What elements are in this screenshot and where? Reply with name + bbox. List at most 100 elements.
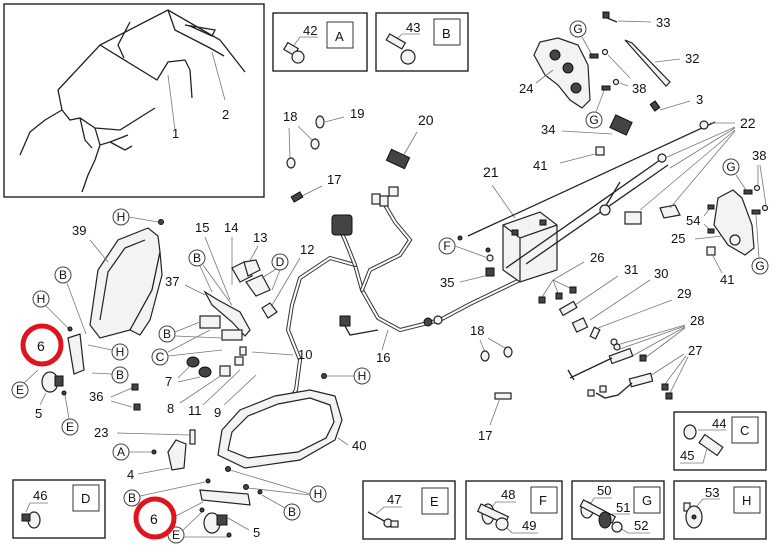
part-label-20: 20 [418, 112, 434, 128]
harness-overview-inset: 1 2 [3, 3, 265, 198]
part-label-5-upper: 5 [35, 406, 42, 421]
part-label-18-top: 18 [283, 109, 297, 124]
callout-e-lower: E [172, 528, 180, 542]
fastener-box-a: A 42 [272, 12, 368, 72]
part-label-27: 27 [688, 343, 702, 358]
highlight-circle-lower [133, 496, 177, 540]
part-label-17-lower: 17 [478, 428, 492, 443]
part-label-25: 25 [671, 231, 685, 246]
callout-g-lower: G [589, 113, 598, 127]
box-letter-b: B [442, 26, 451, 41]
part-label-22: 22 [740, 115, 756, 131]
part-label-1: 1 [172, 126, 179, 141]
callout-f: F [443, 239, 450, 253]
part-label-36: 36 [89, 389, 103, 404]
left-headlamp: 39 H B H H B E 5 E 36 6 [11, 208, 164, 436]
part-label-51: 51 [616, 500, 630, 515]
box-letter-a: A [335, 29, 344, 44]
right-headlamp: 40 H 23 A 4 B H B E [94, 367, 371, 544]
part-label-15: 15 [195, 220, 209, 235]
callout-h-right-headlamp: H [358, 369, 367, 383]
part-label-43: 43 [406, 20, 420, 35]
part-label-47: 47 [387, 492, 401, 507]
callout-a: A [117, 445, 125, 459]
part-label-26: 26 [590, 250, 604, 265]
callout-h-headlamp-right: H [116, 345, 125, 359]
part-label-28: 28 [690, 313, 704, 328]
callout-b-lower-right: B [288, 505, 296, 519]
connectors-27-28: 28 27 [567, 313, 704, 400]
part-label-19: 19 [350, 106, 364, 121]
rear-lamp-right: G 38 G 54 25 41 [671, 148, 769, 287]
part-label-40: 40 [352, 438, 366, 453]
part-label-49: 49 [522, 518, 536, 533]
callout-h-headlamp-top: H [117, 210, 126, 224]
part-label-48: 48 [501, 487, 515, 502]
fastener-box-c: C 44 45 [673, 411, 767, 471]
part-label-53: 53 [705, 485, 719, 500]
part-label-37: 37 [165, 274, 179, 289]
part-label-23: 23 [94, 425, 108, 440]
callout-c: C [156, 350, 165, 364]
part-label-6-upper: 6 [37, 338, 45, 354]
part-label-54: 54 [686, 213, 700, 228]
fastener-box-e: E 47 [362, 480, 456, 540]
part-label-30: 30 [654, 266, 668, 281]
part-label-9: 9 [214, 405, 221, 420]
callout-h-headlamp-left: H [37, 292, 46, 306]
part-label-24: 24 [519, 81, 533, 96]
part-label-39: 39 [72, 223, 86, 238]
part-label-44: 44 [712, 416, 726, 431]
part-label-13: 13 [253, 230, 267, 245]
callout-e-left-1: E [16, 383, 24, 397]
box-letter-g: G [642, 493, 652, 508]
box-letter-f: F [539, 493, 547, 508]
part-label-11: 11 [188, 403, 202, 418]
part-label-10: 10 [298, 347, 312, 362]
part-label-38-top: 38 [632, 81, 646, 96]
fastener-box-b: B 43 [375, 12, 469, 72]
part-label-45: 45 [680, 448, 694, 463]
part-label-4: 4 [127, 467, 134, 482]
part-label-34: 34 [541, 122, 555, 137]
part-label-3: 3 [696, 92, 703, 107]
callout-h-lower: H [314, 487, 323, 501]
part-label-50: 50 [597, 483, 611, 498]
callout-g-upper: G [573, 22, 582, 36]
part-label-41-left: 41 [533, 158, 547, 173]
fastener-box-g: G 50 51 52 [571, 480, 665, 540]
part-label-6-lower: 6 [150, 511, 158, 527]
box-letter-e: E [430, 494, 439, 509]
callout-b-lower-center: B [128, 491, 136, 505]
main-harness: 16 [280, 186, 522, 414]
part-label-14: 14 [224, 220, 238, 235]
part-label-12: 12 [300, 242, 314, 257]
callout-b-headlamp: B [59, 268, 67, 282]
part-label-46: 46 [33, 488, 47, 503]
part-label-18-lower: 18 [470, 323, 484, 338]
fastener-box-f: F 48 49 [465, 480, 563, 540]
part-label-35: 35 [440, 275, 454, 290]
fastener-box-h: H 53 [673, 480, 767, 540]
callout-b-bracket-left: B [163, 327, 171, 341]
callout-b-bracket-top: B [193, 251, 201, 265]
part-label-31: 31 [624, 262, 638, 277]
part-label-2: 2 [222, 107, 229, 122]
highlight-circle-upper [20, 323, 64, 367]
part-label-17-top: 17 [327, 172, 341, 187]
connectors-26-31: 26 31 30 29 [538, 250, 691, 340]
box-letter-d: D [81, 491, 90, 506]
part-label-38-right: 38 [752, 148, 766, 163]
box-letter-h: H [742, 493, 751, 508]
parts-17-18-lower: 18 17 [470, 323, 513, 443]
fastener-box-d: D 46 [12, 479, 106, 539]
part-label-21: 21 [483, 164, 499, 180]
part-label-41-right: 41 [720, 272, 734, 287]
part-label-5-lower: 5 [253, 525, 260, 540]
callout-g-right-top: G [726, 160, 735, 174]
rear-lamp-upper: 24 G G 38 32 33 3 34 41 22 [519, 11, 756, 211]
callout-d: D [276, 255, 285, 269]
battery-assembly: 21 35 F [438, 120, 716, 290]
part-label-32: 32 [685, 51, 699, 66]
